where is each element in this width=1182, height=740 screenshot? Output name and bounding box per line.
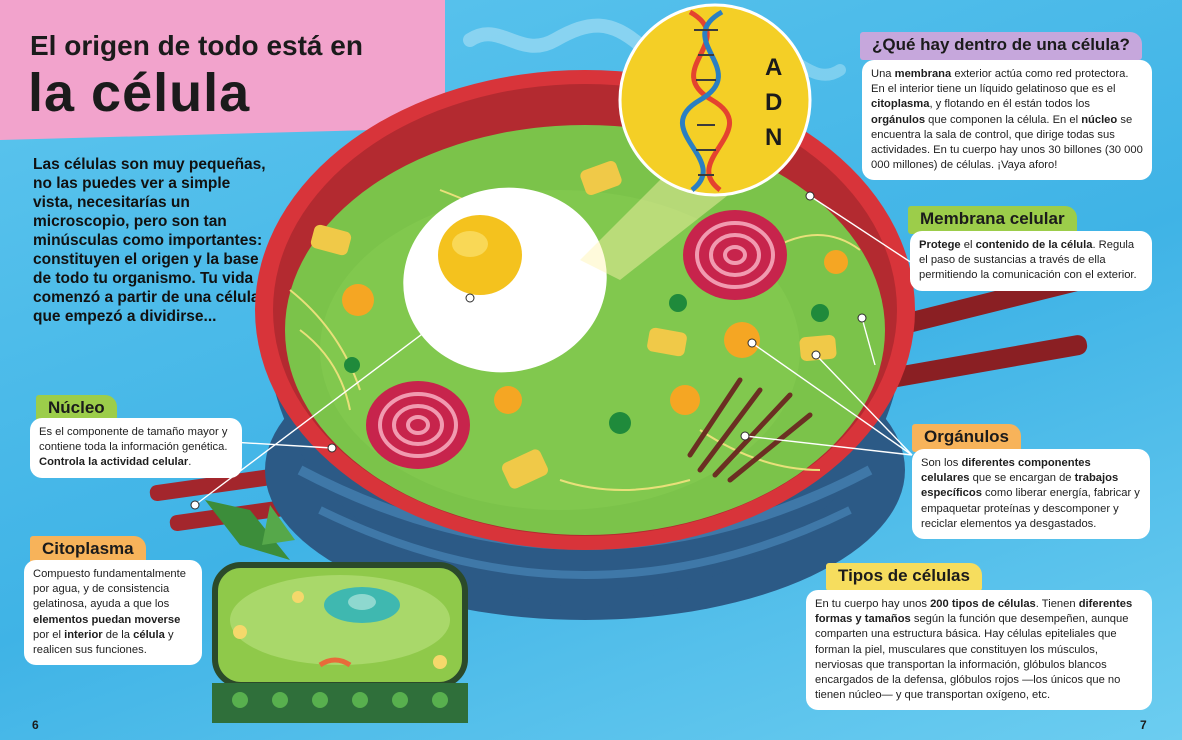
seaweed-organelles xyxy=(687,377,813,483)
citoplasma-label: Citoplasma xyxy=(30,536,146,564)
dna-letter-a: A xyxy=(765,54,782,81)
pasta-organelles xyxy=(310,160,837,489)
beet-slice xyxy=(683,210,787,300)
pea-organelles xyxy=(344,294,829,434)
membrana-label: Membrana celular xyxy=(908,206,1077,234)
dentro-label: ¿Qué hay dentro de una célula? xyxy=(860,32,1142,60)
egg-nucleus xyxy=(403,187,607,373)
dna-helix-icon xyxy=(679,9,733,192)
organulos-description: Son los diferentes componentes celulares… xyxy=(912,449,1150,540)
tipos-label: Tipos de células xyxy=(826,563,982,591)
leader-dots xyxy=(190,191,867,510)
dna-letter-n: N xyxy=(765,124,782,151)
intro-paragraph: Las células son muy pequeñas, no las pue… xyxy=(33,156,266,325)
page-title-line2: la célula xyxy=(28,63,251,123)
organulos-label: Orgánulos xyxy=(912,424,1022,452)
page-title-line1: El origen de todo está en xyxy=(30,30,363,61)
page-number-left: 6 xyxy=(32,718,39,732)
citoplasma-description: Compuesto fundamentalmente por agua, y d… xyxy=(24,560,202,666)
membrana-description: Protege el contenido de la célula. Regul… xyxy=(910,231,1152,291)
dentro-description: Una membrana exterior actúa como red pro… xyxy=(862,60,1152,181)
nucleo-description: Es el componente de tamaño mayor y conti… xyxy=(30,418,242,478)
page-number-right: 7 xyxy=(1140,718,1147,732)
beet-slice xyxy=(366,381,470,469)
tipos-description: En tu cuerpo hay unos 200 tipos de célul… xyxy=(806,590,1152,711)
steam-wisp xyxy=(463,18,647,53)
carrot-flower-organelles xyxy=(342,250,848,415)
dna-letter-d: D xyxy=(765,89,782,116)
animal-cell-tray xyxy=(205,500,468,723)
dna-magnifier xyxy=(580,3,812,280)
title-banner xyxy=(0,0,445,140)
